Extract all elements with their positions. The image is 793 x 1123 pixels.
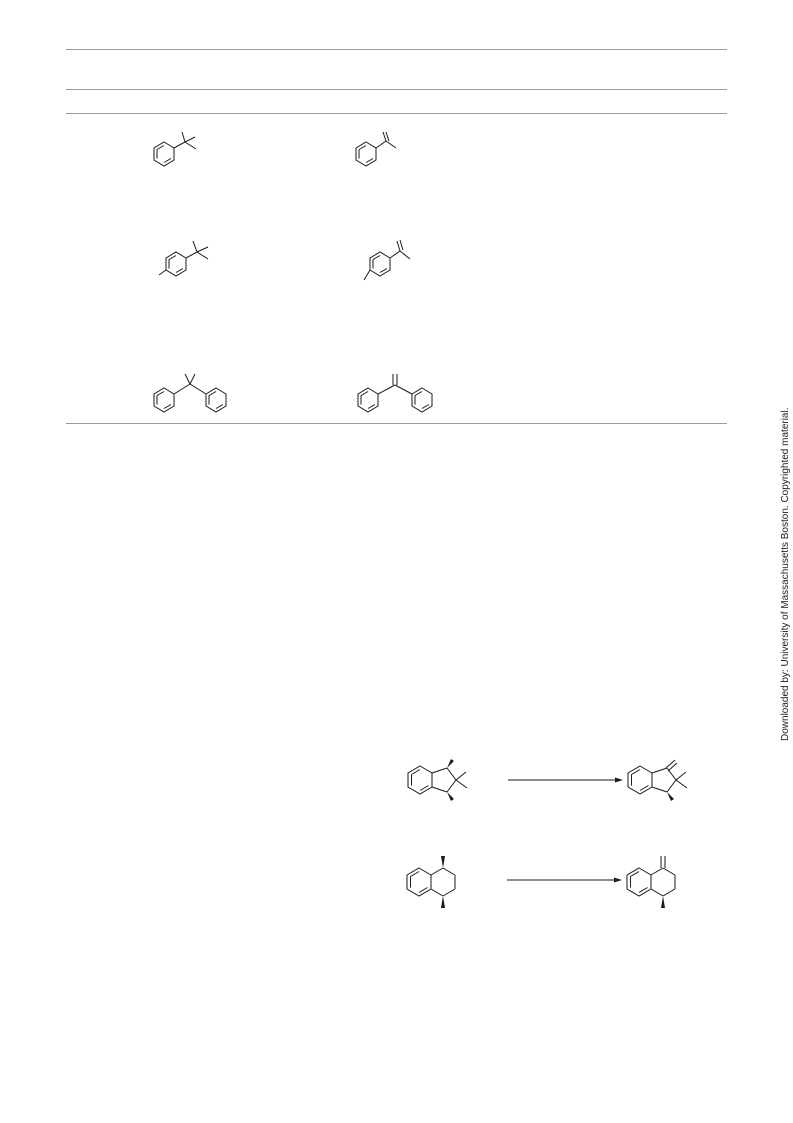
molecule-1-1-diphenylethylene [357,374,433,413]
table-bottom-rule [66,423,727,424]
molecule-4-tert-butyltoluene [158,240,209,277]
molecule-indane-product [627,759,688,801]
table-top-rule [66,49,727,50]
reaction-arrow-2 [507,877,622,883]
molecule-indane-reactant [407,759,468,801]
molecule-alpha-methylstyrene [355,131,397,167]
table-header-rule [66,89,727,90]
molecule-tetralin-reactant [406,856,456,908]
table-header-bottom-rule [66,113,727,114]
molecule-2-2-diphenylpropane [153,373,227,413]
download-notice: Downloaded by: University of Massachuset… [780,385,793,742]
molecule-tetralin-product [626,856,676,908]
molecule-4-isopropenyltoluene [363,239,411,281]
download-notice-text: Downloaded by: University of Massachuset… [780,407,791,742]
reaction-arrow-1 [508,777,623,783]
molecule-tert-butylbenzene [153,131,197,167]
